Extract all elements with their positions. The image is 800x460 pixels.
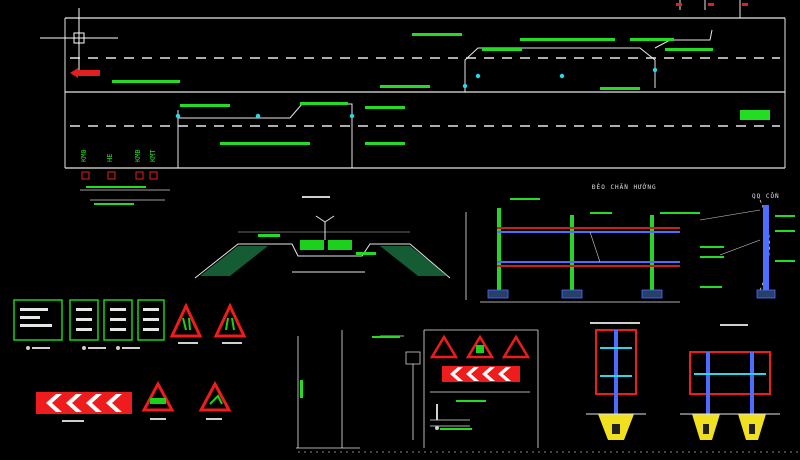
warning-triangle-icon	[141, 380, 232, 420]
warning-triangle-icon	[169, 302, 247, 344]
station-label-3: KMB	[134, 149, 142, 162]
station-labels: KM0 HE KMB KMT	[80, 149, 157, 162]
top-right-markers	[676, 3, 748, 6]
station-label-2: HE	[106, 154, 114, 162]
guard-rail-elevation	[465, 198, 724, 303]
plan-markers	[175, 67, 658, 119]
station-dimensions	[80, 186, 170, 205]
station-label-4: KMT	[149, 149, 157, 162]
barrier-section-title: ĐÈO CHẮN HƯỚNG	[592, 183, 657, 191]
sign-post-elevation	[296, 329, 539, 449]
detail-label: QQ CỐN	[752, 193, 780, 200]
road-plan-view	[64, 0, 786, 169]
sign-post-signs	[300, 334, 531, 430]
road-direction-arrow	[70, 68, 100, 78]
info-sign-boards	[13, 299, 165, 350]
streetlight-icon	[315, 215, 335, 240]
road-cross-section	[194, 196, 451, 279]
chevron-arrow-sign-icon	[36, 392, 132, 422]
post-base-detail-right	[680, 324, 780, 440]
station-markers	[81, 171, 158, 180]
rail-post-detail	[699, 199, 795, 299]
crosshair-cursor-icon	[40, 8, 118, 70]
station-label-1: KM0	[80, 149, 88, 162]
post-base-detail-left	[586, 322, 646, 440]
plan-annotations	[112, 33, 770, 145]
